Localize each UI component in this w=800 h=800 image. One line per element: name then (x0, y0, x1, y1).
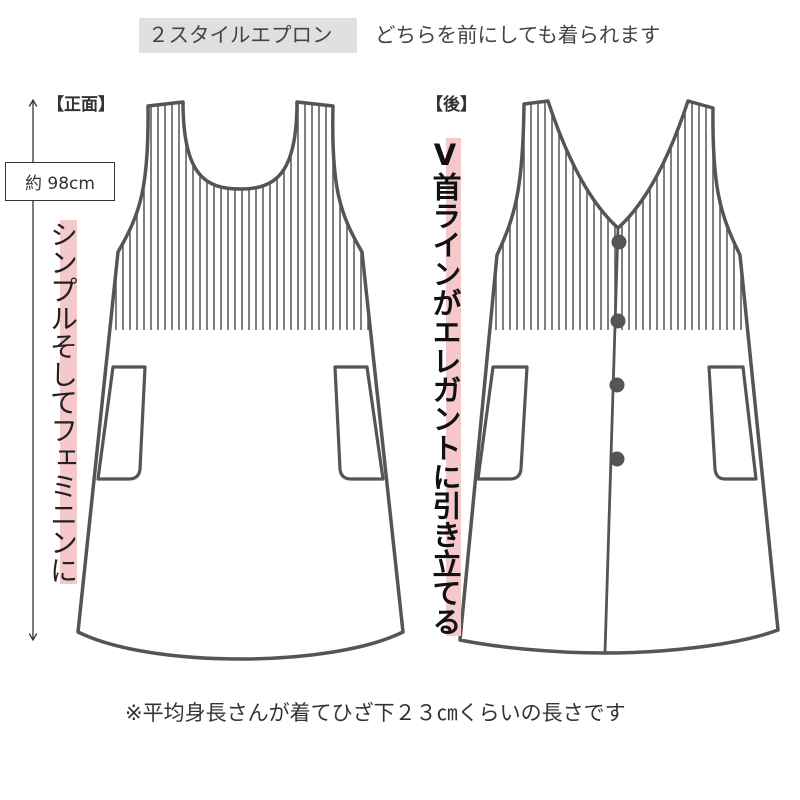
front-view-label: 【正面】 (47, 95, 115, 115)
title-badge (139, 18, 357, 53)
length-arrow-head-top (28, 98, 38, 107)
back-left-pocket (476, 365, 529, 481)
length-label-text: 約 98cm (25, 174, 95, 194)
back-right-pocket (707, 365, 758, 481)
front-apron-outline (76, 100, 405, 661)
back-view-label: 【後】 (426, 95, 477, 115)
front-right-pocket (333, 365, 385, 481)
apron-button (610, 313, 626, 329)
length-arrow-head-bottom (28, 633, 38, 642)
front-left-pocket (96, 365, 147, 481)
front-apron (76, 100, 405, 661)
length-label-box: 約 98cm (5, 162, 115, 201)
front-apron-fill (78, 102, 403, 659)
apron-button (609, 377, 625, 393)
title-text: ２スタイルエプロン (148, 23, 333, 47)
front-caption-vertical: シンプルそしてフェミニンに (46, 220, 79, 584)
footnote-text: ※平均身長さんが着てひざ下２３㎝くらいの長さです (125, 701, 626, 725)
apron-button (609, 451, 625, 467)
subtitle-text: どちらを前にしても着られます (375, 23, 661, 47)
back-caption-vertical: V首ラインがエレガントに引き立てる (428, 138, 462, 636)
back-apron (458, 99, 780, 655)
back-center-placket-line (603, 226, 620, 655)
apron-button (611, 234, 627, 250)
